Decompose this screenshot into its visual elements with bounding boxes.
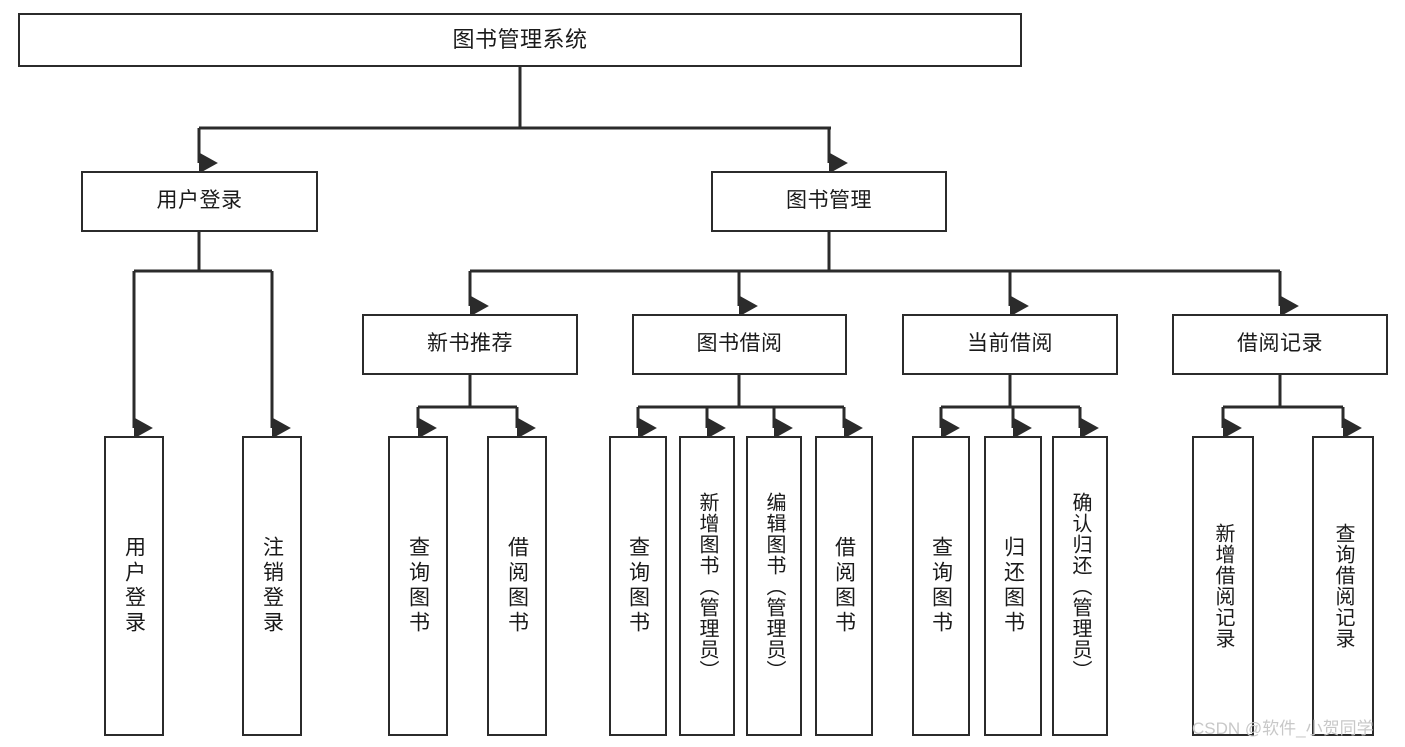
leaf-edit-book-admin-label: 编辑图书（管理员） — [763, 491, 785, 681]
node-user-login[interactable]: 用户登录 — [81, 171, 318, 232]
leaf-query-book-recommend-label: 查询图书 — [406, 536, 430, 636]
leaf-query-book-current-label: 查询图书 — [929, 536, 953, 636]
leaf-query-borrow-record-label: 查询借阅记录 — [1332, 523, 1354, 649]
leaf-query-book-recommend[interactable]: 查询图书 — [388, 436, 448, 736]
leaf-add-book-admin-label: 新增图书（管理员） — [696, 491, 718, 681]
leaf-query-book-borrow[interactable]: 查询图书 — [609, 436, 667, 736]
leaf-query-book-current[interactable]: 查询图书 — [912, 436, 970, 736]
leaf-confirm-return-admin-label: 确认归还（管理员） — [1069, 491, 1091, 681]
node-borrow-record-label: 借阅记录 — [1237, 332, 1323, 356]
leaf-user-login-label: 用户登录 — [122, 536, 146, 636]
leaf-add-borrow-record[interactable]: 新增借阅记录 — [1192, 436, 1254, 736]
leaf-return-book[interactable]: 归还图书 — [984, 436, 1042, 736]
node-book-borrow-label: 图书借阅 — [696, 332, 783, 356]
leaf-borrow-book-recommend[interactable]: 借阅图书 — [487, 436, 547, 736]
leaf-borrow-book-label: 借阅图书 — [832, 536, 856, 636]
node-new-book-recommend-label: 新书推荐 — [427, 332, 513, 356]
node-book-management[interactable]: 图书管理 — [711, 171, 947, 232]
node-book-management-label: 图书管理 — [786, 189, 872, 213]
node-user-login-label: 用户登录 — [156, 189, 243, 213]
csdn-watermark: CSDN @软件_小贺同学 — [1192, 719, 1374, 738]
leaf-borrow-book-recommend-label: 借阅图书 — [505, 536, 529, 636]
leaf-add-borrow-record-label: 新增借阅记录 — [1212, 523, 1234, 649]
leaf-user-login[interactable]: 用户登录 — [104, 436, 164, 736]
leaf-edit-book-admin[interactable]: 编辑图书（管理员） — [746, 436, 802, 736]
leaf-query-borrow-record[interactable]: 查询借阅记录 — [1312, 436, 1374, 736]
node-root-label: 图书管理系统 — [452, 27, 588, 53]
leaf-return-book-label: 归还图书 — [1001, 536, 1025, 636]
leaf-add-book-admin[interactable]: 新增图书（管理员） — [679, 436, 735, 736]
leaf-logout-label: 注销登录 — [260, 536, 284, 636]
leaf-borrow-book[interactable]: 借阅图书 — [815, 436, 873, 736]
node-borrow-record[interactable]: 借阅记录 — [1172, 314, 1388, 375]
node-current-borrow[interactable]: 当前借阅 — [902, 314, 1118, 375]
node-root[interactable]: 图书管理系统 — [18, 13, 1022, 67]
node-current-borrow-label: 当前借阅 — [967, 332, 1053, 356]
leaf-logout[interactable]: 注销登录 — [242, 436, 302, 736]
node-book-borrow[interactable]: 图书借阅 — [632, 314, 847, 375]
leaf-query-book-borrow-label: 查询图书 — [626, 536, 650, 636]
leaf-confirm-return-admin[interactable]: 确认归还（管理员） — [1052, 436, 1108, 736]
node-new-book-recommend[interactable]: 新书推荐 — [362, 314, 578, 375]
